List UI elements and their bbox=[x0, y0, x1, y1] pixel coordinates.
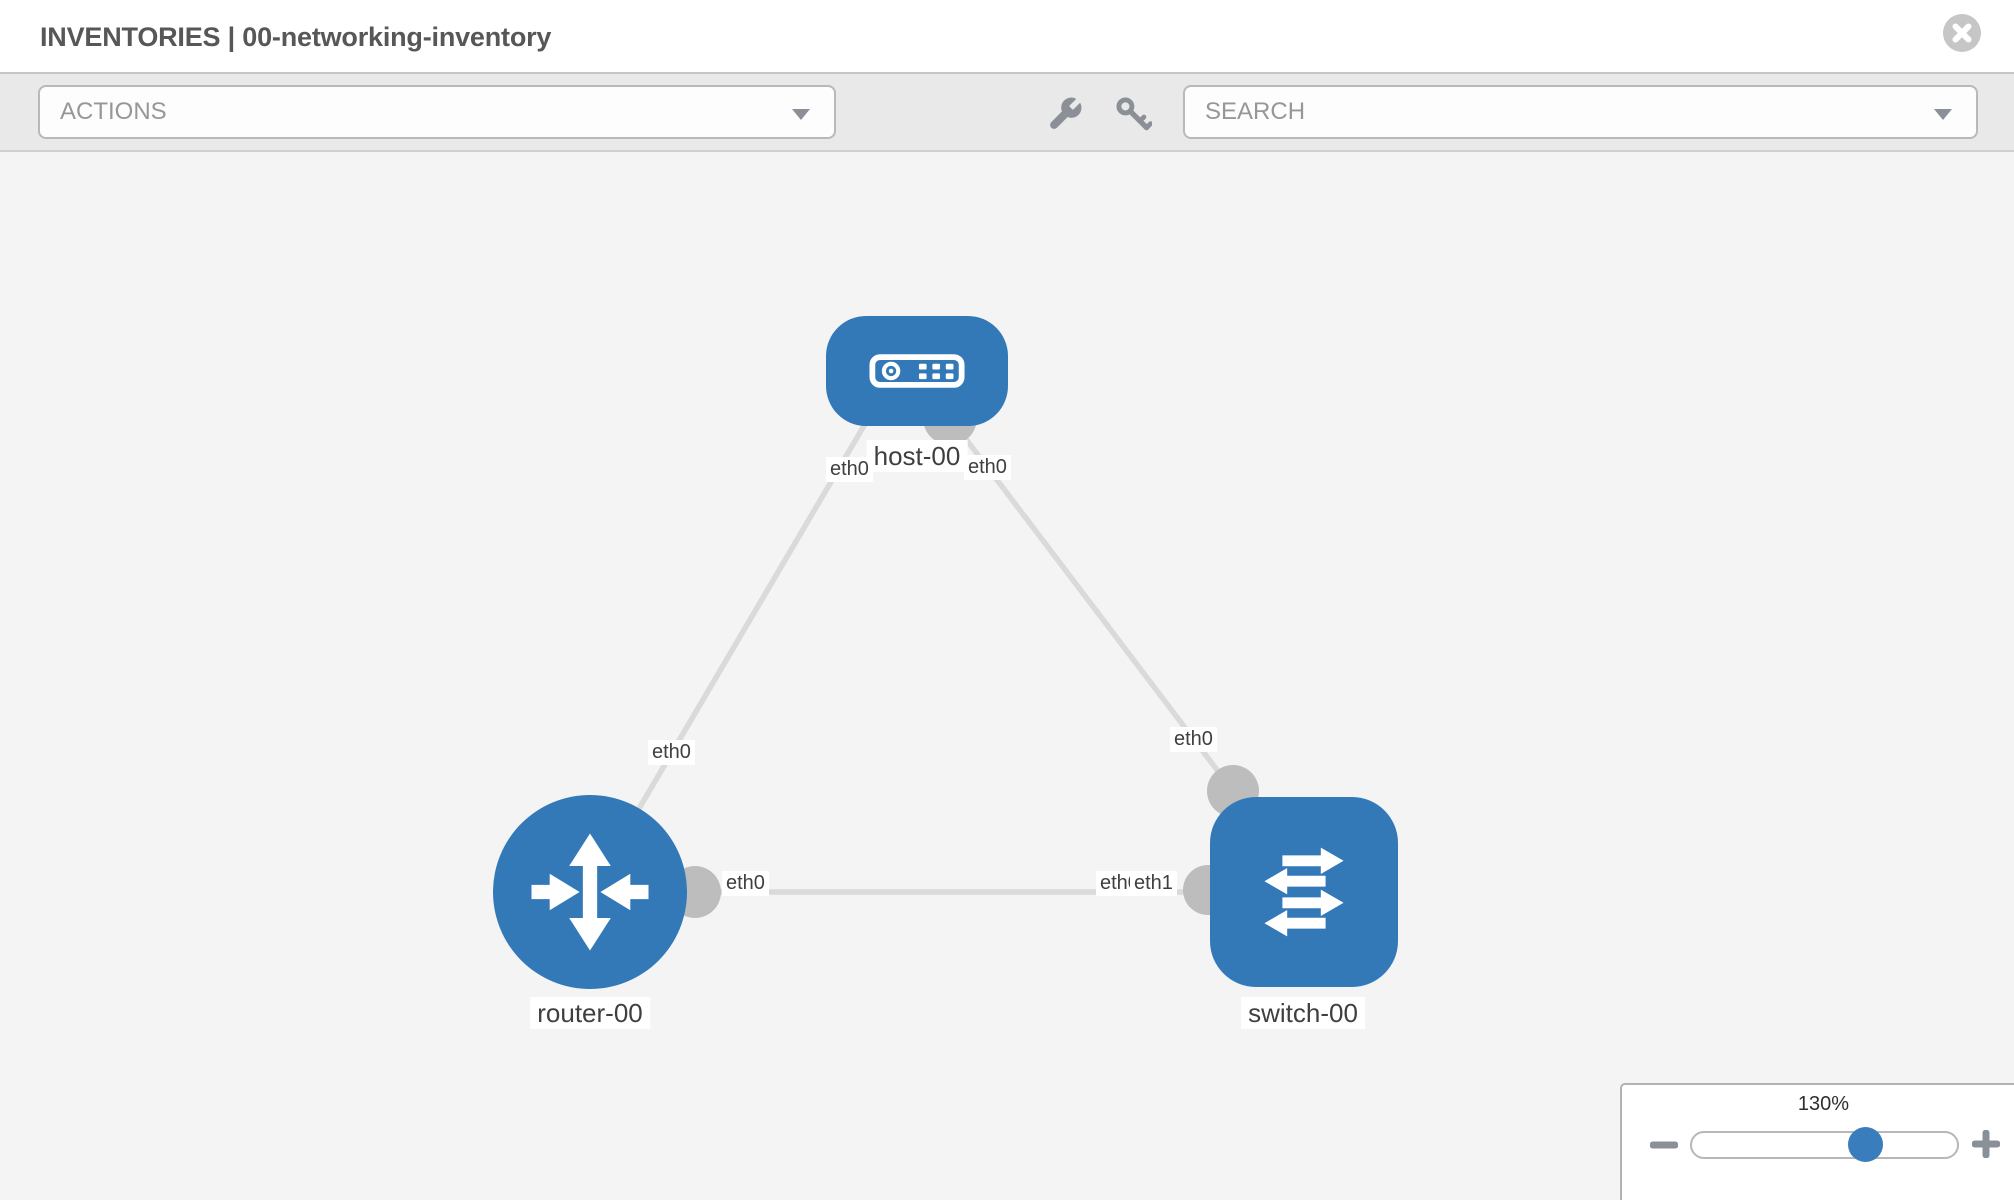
close-button[interactable] bbox=[1943, 14, 1981, 52]
port-label-switch-eth1: eth1 bbox=[1130, 871, 1177, 896]
node-label-router: router-00 bbox=[530, 997, 650, 1029]
zoom-control-panel: 130% bbox=[1620, 1083, 2014, 1200]
zoom-out-button[interactable] bbox=[1649, 1131, 1679, 1159]
toolbar: ACTIONS SEARCH bbox=[0, 72, 2014, 152]
credentials-button[interactable] bbox=[1114, 95, 1153, 133]
search-dropdown[interactable]: SEARCH bbox=[1183, 85, 1978, 139]
node-label-switch: switch-00 bbox=[1241, 997, 1365, 1029]
actions-dropdown[interactable]: ACTIONS bbox=[38, 85, 836, 139]
chevron-down-icon bbox=[1934, 109, 1952, 120]
node-label-host: host-00 bbox=[866, 440, 968, 472]
topology-canvas[interactable]: host-00 router-00 switch-00 eth0 eth0 et… bbox=[0, 152, 2014, 1200]
zoom-slider-thumb[interactable] bbox=[1848, 1127, 1883, 1162]
server-icon bbox=[869, 354, 965, 388]
port-label-router-eth0-right: eth0 bbox=[722, 871, 769, 896]
router-arrows-icon bbox=[531, 833, 649, 951]
port-label-router-eth0-top: eth0 bbox=[648, 740, 695, 765]
wrench-icon bbox=[1050, 97, 1082, 129]
switch-arrows-icon bbox=[1264, 847, 1344, 937]
links-layer bbox=[587, 391, 1304, 918]
actions-dropdown-label: ACTIONS bbox=[60, 98, 167, 125]
zoom-slider-track[interactable] bbox=[1690, 1131, 1959, 1159]
node-host-00[interactable] bbox=[826, 316, 1008, 426]
port-label-switch-eth0-top: eth0 bbox=[1170, 727, 1217, 752]
key-icon bbox=[1116, 97, 1153, 131]
zoom-level-value: 130% bbox=[1797, 1093, 1850, 1115]
port-label-host-eth0-right: eth0 bbox=[964, 455, 1011, 480]
x-circle-icon bbox=[1943, 14, 1981, 52]
node-switch-00[interactable] bbox=[1210, 797, 1398, 987]
page-title: INVENTORIES | 00-networking-inventory bbox=[40, 22, 552, 52]
minus-icon bbox=[1649, 1141, 1679, 1149]
configure-button[interactable] bbox=[1046, 95, 1084, 133]
zoom-in-button[interactable] bbox=[1971, 1129, 2001, 1159]
search-dropdown-label: SEARCH bbox=[1205, 98, 1306, 125]
node-router-00[interactable] bbox=[493, 795, 687, 989]
header: INVENTORIES | 00-networking-inventory bbox=[0, 0, 2014, 72]
port-label-host-eth0-left: eth0 bbox=[826, 457, 873, 482]
chevron-down-icon bbox=[792, 109, 810, 120]
plus-icon bbox=[1971, 1129, 2001, 1159]
